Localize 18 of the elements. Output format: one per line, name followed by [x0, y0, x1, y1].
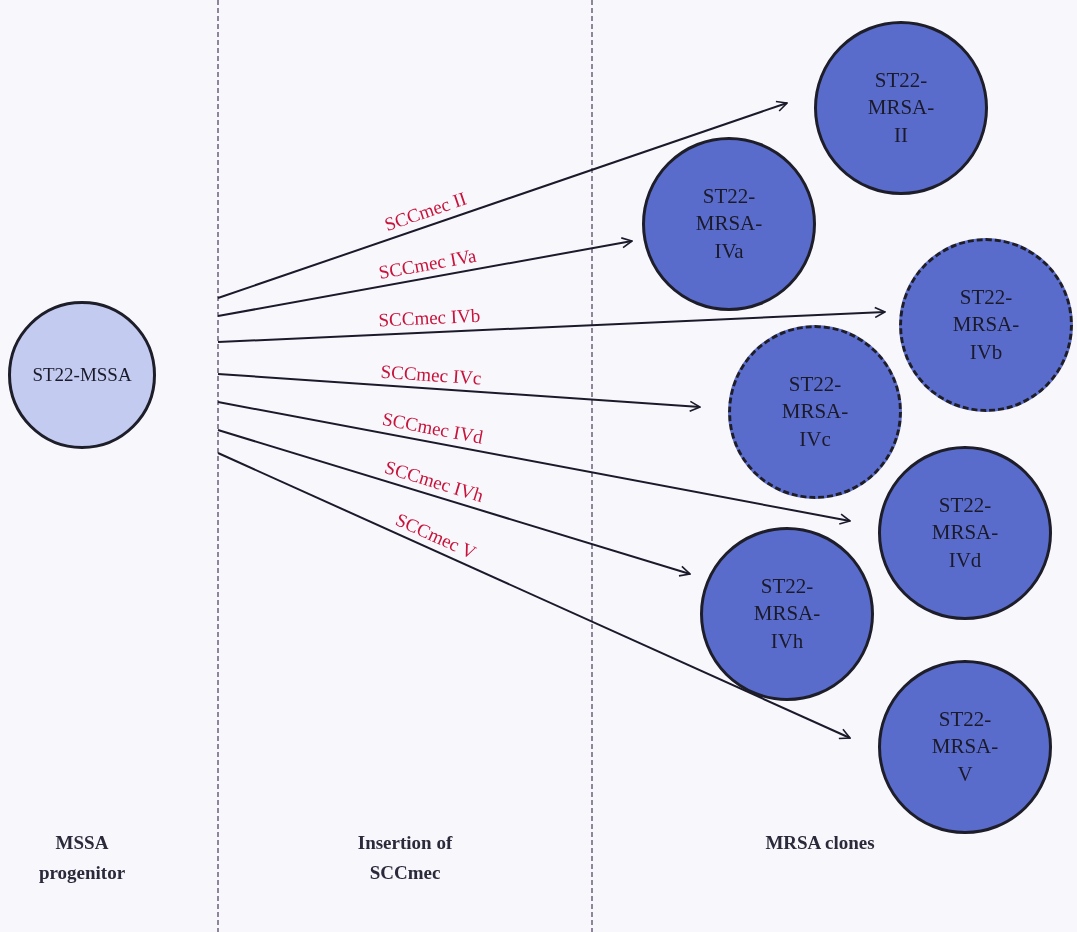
node-label: ST22-MSSA [31, 362, 133, 387]
column-label: MSSA progenitor [37, 831, 127, 886]
arrow [217, 373, 701, 413]
column-label: Insertion of SCCmec [356, 831, 454, 886]
node-label: ST22-MRSA-IVc [780, 371, 850, 453]
arrow [217, 100, 788, 299]
arrow [217, 429, 691, 577]
node-label: ST22-MRSA-V [930, 706, 1000, 788]
arrow [217, 237, 633, 317]
node-label: ST22-MRSA-IVa [694, 183, 764, 265]
column-label: MRSA clones [764, 831, 876, 855]
node-label: ST22-MRSA-II [866, 67, 936, 149]
arrow [217, 452, 851, 740]
node-label: ST22-MRSA-IVd [930, 492, 1000, 574]
arrow [217, 401, 851, 525]
node-label: ST22-MRSA-IVh [752, 573, 822, 655]
node-label: ST22-MRSA-IVb [951, 284, 1021, 366]
arrow [217, 306, 886, 343]
